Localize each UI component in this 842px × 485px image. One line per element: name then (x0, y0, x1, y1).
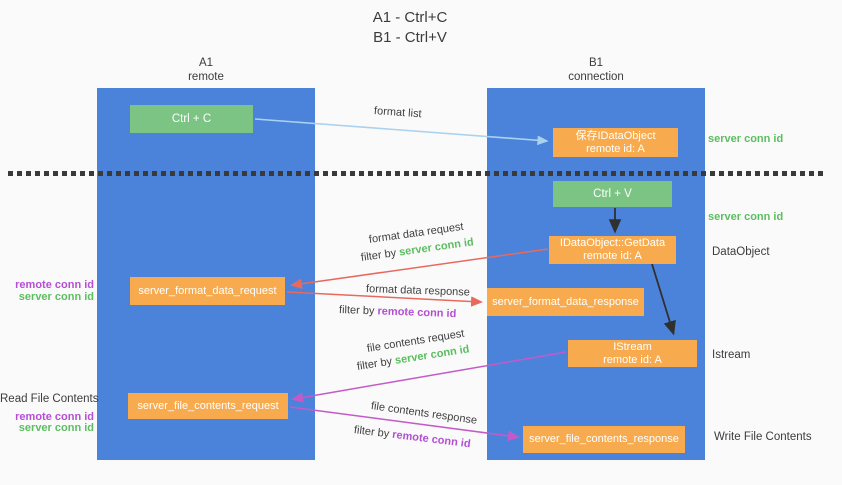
lane-b-name: B1 (588, 57, 604, 69)
dataobject-label: DataObject (712, 246, 770, 258)
ctrl-c-label: Ctrl + C (171, 112, 212, 125)
lane-a-subtitle: remote (188, 70, 224, 83)
left-server-conn-id-file: server conn id (18, 422, 94, 434)
filter-by-text: filter by (338, 304, 375, 318)
istream-line1: IStream (613, 340, 652, 353)
lane-b-subtitle: connection (568, 70, 624, 83)
file-response-label: server_file_contents_response (529, 433, 679, 445)
node-ctrl-v: Ctrl + V (553, 181, 672, 207)
node-file-response: server_file_contents_response (523, 426, 685, 453)
lane-b-header: B1 connection (487, 57, 705, 84)
title-line-1: A1 - Ctrl+C (372, 9, 448, 26)
lane-a-name: A1 (198, 57, 214, 69)
lane-a-header: A1 remote (97, 57, 315, 84)
getdata-line1: IDataObject::GetData (559, 237, 666, 249)
node-istream: IStream remote id: A (568, 340, 697, 367)
filter-by-remote-conn-id-format: filter by remote conn id (339, 304, 457, 320)
istream-line2: remote id: A (603, 353, 662, 366)
save-idataobject-line1: 保存IDataObject (575, 129, 656, 142)
format-list-label: format list (373, 105, 422, 121)
left-remote-conn-id-file: remote conn id (15, 411, 94, 423)
right-server-conn-id-top: server conn id (708, 133, 784, 145)
remote-conn-id-text: remote conn id (391, 428, 472, 451)
node-save-idataobject: 保存IDataObject remote id: A (553, 128, 678, 157)
remote-conn-id-text: remote conn id (377, 305, 457, 321)
file-contents-response-label: file contents response (370, 400, 478, 427)
format-response-label: server_format_data_response (492, 295, 639, 308)
format-request-label: server_format_data_request (138, 284, 277, 297)
file-request-label: server_file_contents_request (137, 399, 279, 412)
read-file-contents-label: Read File Contents (0, 393, 99, 405)
diagram-title: A1 - Ctrl+C B1 - Ctrl+V (330, 8, 490, 48)
istream-side-label: Istream (712, 349, 751, 361)
node-ctrl-c: Ctrl + C (130, 105, 253, 133)
dashed-separator (8, 171, 823, 176)
right-server-conn-id-mid: server conn id (708, 211, 784, 223)
filter-by-remote-conn-id-file: filter by remote conn id (353, 424, 471, 450)
filter-by-text: filter by (353, 424, 390, 441)
left-remote-conn-id-format: remote conn id (15, 279, 94, 291)
getdata-line2: remote id: A (583, 250, 642, 262)
save-idataobject-line2: remote id: A (586, 142, 645, 155)
title-line-2: B1 - Ctrl+V (373, 29, 447, 46)
write-file-contents-label: Write File Contents (714, 431, 812, 443)
node-format-response: server_format_data_response (487, 288, 644, 316)
node-format-request: server_format_data_request (130, 277, 285, 305)
format-data-response-label: format data response (365, 283, 471, 299)
node-file-request: server_file_contents_request (128, 393, 288, 419)
filter-by-text: filter by (360, 247, 397, 264)
left-server-conn-id-format: server conn id (18, 291, 94, 303)
filter-by-text: filter by (356, 355, 393, 373)
node-getdata: IDataObject::GetData remote id: A (549, 236, 676, 264)
ctrl-v-label: Ctrl + V (593, 187, 632, 200)
